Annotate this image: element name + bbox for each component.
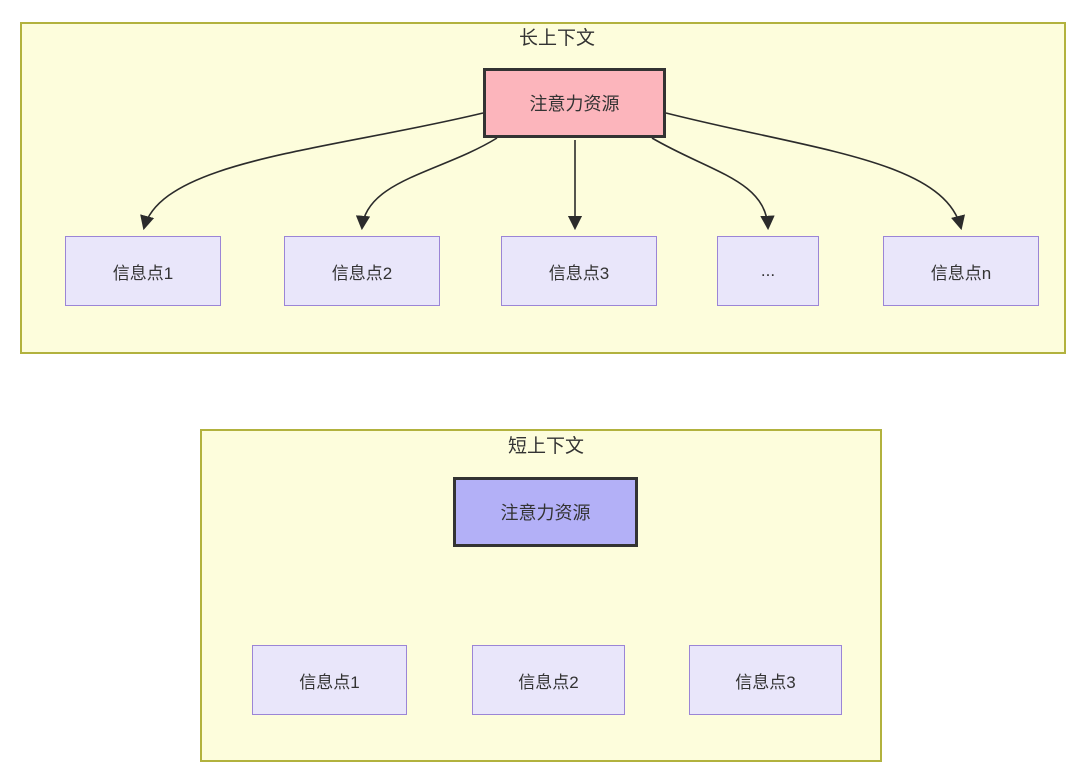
info-box-long-2: 信息点2 xyxy=(284,236,440,306)
info-box-long-n-label: 信息点n xyxy=(930,263,992,283)
attention-box-long-label: 注意力资源 xyxy=(529,94,620,114)
info-box-long-2-label: 信息点2 xyxy=(331,263,393,283)
attention-box-short-label: 注意力资源 xyxy=(500,503,591,523)
attention-box-short: 注意力资源 xyxy=(453,477,638,547)
info-box-long-ellipsis-label: ... xyxy=(760,261,776,280)
info-box-long-n: 信息点n xyxy=(883,236,1039,306)
info-box-short-3: 信息点3 xyxy=(689,645,842,715)
attention-box-long: 注意力资源 xyxy=(483,68,666,138)
info-box-short-3-label: 信息点3 xyxy=(735,672,796,692)
info-box-long-3-label: 信息点3 xyxy=(548,263,610,283)
short-context-title: 短上下文 xyxy=(507,436,584,457)
info-box-long-1-label: 信息点1 xyxy=(112,263,174,283)
info-box-short-2: 信息点2 xyxy=(472,645,625,715)
info-box-short-1: 信息点1 xyxy=(252,645,407,715)
long-context-title: 长上下文 xyxy=(518,28,595,49)
info-box-long-3: 信息点3 xyxy=(501,236,657,306)
info-box-long-ellipsis: ... xyxy=(717,236,819,306)
info-box-short-1-label: 信息点1 xyxy=(299,672,360,692)
info-box-short-2-label: 信息点2 xyxy=(518,672,579,692)
info-box-long-1: 信息点1 xyxy=(65,236,221,306)
